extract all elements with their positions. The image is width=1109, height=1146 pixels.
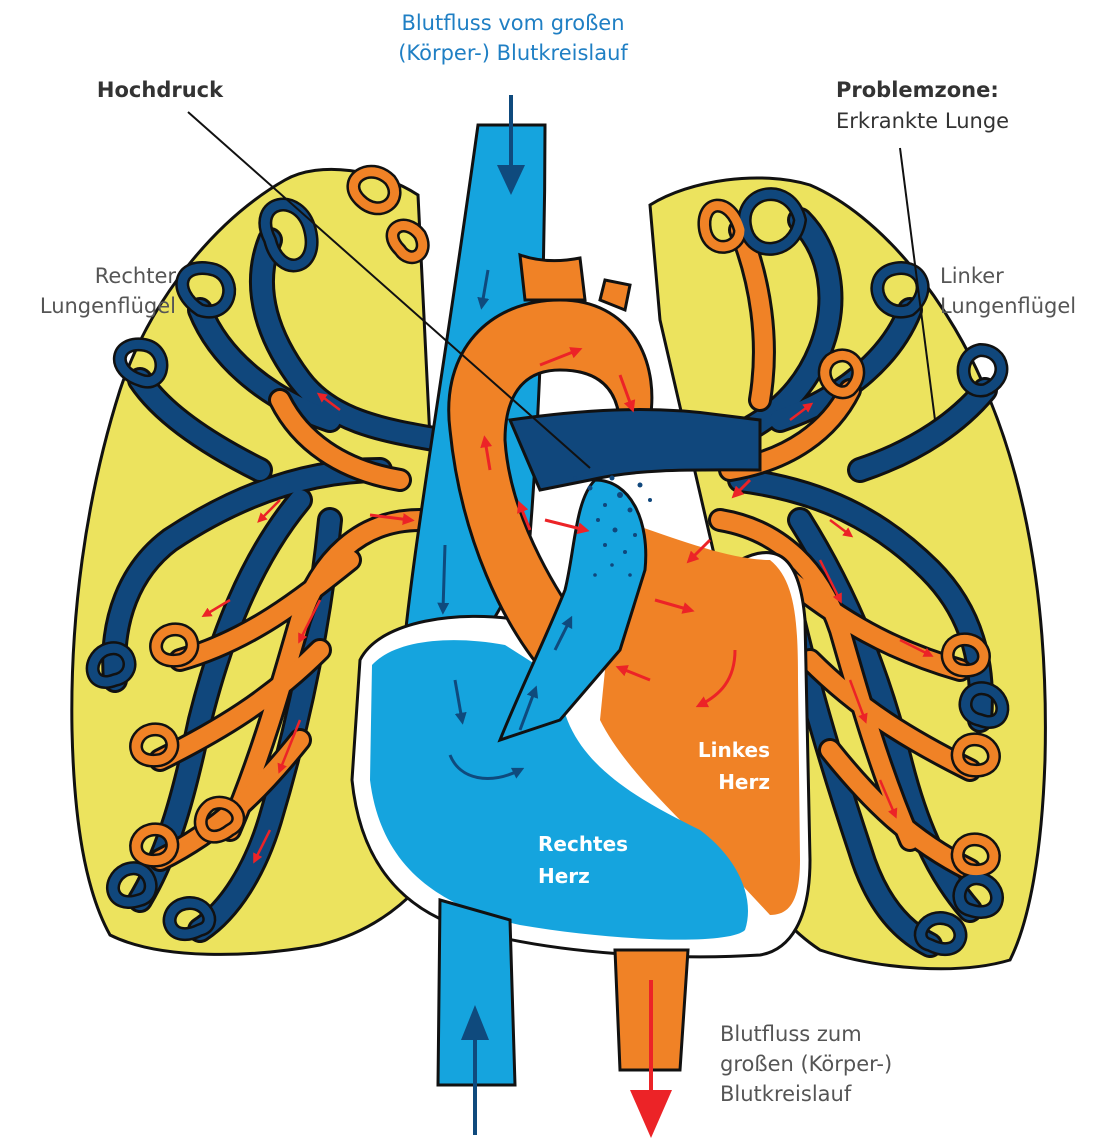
left-lung-label-line2: Lungenflügel bbox=[940, 294, 1076, 318]
left-lung-label-line1: Linker bbox=[940, 264, 1004, 288]
hochdruck-label: Hochdruck bbox=[97, 78, 224, 102]
left-heart-label-line2: Herz bbox=[718, 770, 770, 794]
problemzone-title: Problemzone: bbox=[836, 78, 999, 102]
bottom-flow-label-line2: großen (Körper-) bbox=[720, 1052, 892, 1076]
problemzone-subtitle: Erkrankte Lunge bbox=[836, 109, 1009, 133]
right-heart-label-line2: Herz bbox=[538, 864, 590, 888]
top-flow-label-line2: (Körper-) Blutkreislauf bbox=[398, 41, 628, 65]
right-lung-label-line2: Lungenflügel bbox=[40, 294, 176, 318]
bottom-flow-label-line1: Blutfluss zum bbox=[720, 1022, 862, 1046]
bottom-flow-label-line3: Blutkreislauf bbox=[720, 1082, 852, 1106]
left-heart-label-line1: Linkes bbox=[698, 738, 770, 762]
right-heart-label-line1: Rechtes bbox=[538, 832, 628, 856]
top-flow-label-line1: Blutfluss vom großen bbox=[401, 11, 624, 35]
right-lung-label-line1: Rechter bbox=[95, 264, 177, 288]
